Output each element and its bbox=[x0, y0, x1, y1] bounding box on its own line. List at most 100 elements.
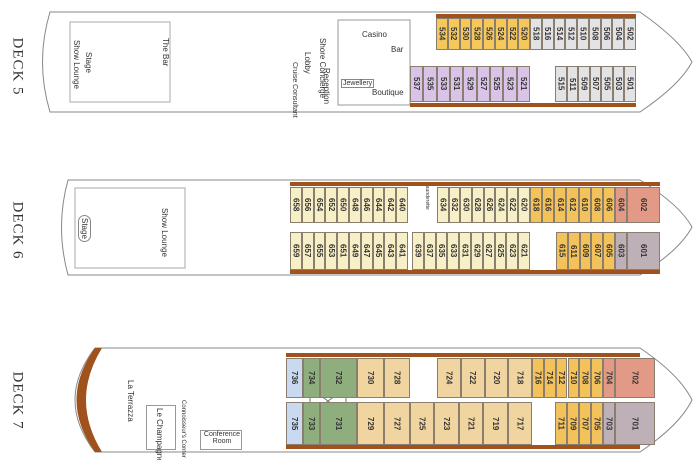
cabin-723[interactable]: 723 bbox=[434, 402, 459, 445]
cabin-606[interactable]: 606 bbox=[602, 187, 615, 223]
cabin-731[interactable]: 731 bbox=[320, 402, 357, 445]
cabin-627[interactable]: 627 bbox=[482, 232, 495, 270]
cabin-633[interactable]: 633 bbox=[447, 232, 460, 270]
cabin-605[interactable]: 605 bbox=[603, 232, 615, 270]
cabin-506[interactable]: 506 bbox=[600, 18, 613, 50]
cabin-602[interactable]: 602 bbox=[627, 187, 660, 223]
cabin-733[interactable]: 733 bbox=[303, 402, 320, 445]
cabin-736[interactable]: 736 bbox=[286, 358, 303, 398]
cabin-716[interactable]: 716 bbox=[532, 358, 544, 398]
cabin-523[interactable]: 523 bbox=[503, 66, 517, 102]
cabin-629[interactable]: 629 bbox=[471, 232, 483, 270]
cabin-643[interactable]: 643 bbox=[384, 232, 397, 270]
cabin-631[interactable]: 631 bbox=[459, 232, 471, 270]
cabin-718[interactable]: 718 bbox=[508, 358, 532, 398]
cabin-622[interactable]: 622 bbox=[506, 187, 519, 223]
cabin-624[interactable]: 624 bbox=[495, 187, 507, 223]
cabin-711[interactable]: 711 bbox=[555, 402, 567, 445]
cabin-502[interactable]: 502 bbox=[624, 18, 636, 50]
cabin-518[interactable]: 518 bbox=[530, 18, 542, 50]
cabin-537[interactable]: 537 bbox=[410, 66, 424, 102]
cabin-511[interactable]: 511 bbox=[566, 66, 579, 102]
cabin-632[interactable]: 632 bbox=[448, 187, 461, 223]
cabin-609[interactable]: 609 bbox=[579, 232, 592, 270]
cabin-625[interactable]: 625 bbox=[494, 232, 507, 270]
cabin-623[interactable]: 623 bbox=[506, 232, 519, 270]
cabin-611[interactable]: 611 bbox=[567, 232, 580, 270]
cabin-709[interactable]: 709 bbox=[567, 402, 579, 445]
cabin-509[interactable]: 509 bbox=[578, 66, 590, 102]
cabin-728[interactable]: 728 bbox=[383, 358, 410, 398]
cabin-505[interactable]: 505 bbox=[601, 66, 613, 102]
cabin-710[interactable]: 710 bbox=[567, 358, 580, 398]
cabin-704[interactable]: 704 bbox=[603, 358, 615, 398]
cabin-732[interactable]: 732 bbox=[320, 358, 357, 398]
cabin-601[interactable]: 601 bbox=[627, 232, 660, 270]
cabin-714[interactable]: 714 bbox=[543, 358, 556, 398]
cabin-507[interactable]: 507 bbox=[589, 66, 602, 102]
cabin-724[interactable]: 724 bbox=[437, 358, 461, 398]
cabin-621[interactable]: 621 bbox=[518, 232, 530, 270]
cabin-626[interactable]: 626 bbox=[483, 187, 496, 223]
cabin-520[interactable]: 520 bbox=[518, 18, 530, 50]
cabin-526[interactable]: 526 bbox=[483, 18, 495, 50]
cabin-535[interactable]: 535 bbox=[423, 66, 437, 102]
cabin-612[interactable]: 612 bbox=[566, 187, 579, 223]
cabin-659[interactable]: 659 bbox=[290, 232, 302, 270]
cabin-620[interactable]: 620 bbox=[518, 187, 530, 223]
cabin-644[interactable]: 644 bbox=[372, 187, 385, 223]
cabin-618[interactable]: 618 bbox=[530, 187, 543, 223]
cabin-508[interactable]: 508 bbox=[588, 18, 601, 50]
cabin-527[interactable]: 527 bbox=[476, 66, 490, 102]
cabin-521[interactable]: 521 bbox=[516, 66, 530, 102]
cabin-637[interactable]: 637 bbox=[423, 232, 436, 270]
cabin-516[interactable]: 516 bbox=[541, 18, 554, 50]
cabin-656[interactable]: 656 bbox=[301, 187, 314, 223]
cabin-651[interactable]: 651 bbox=[337, 232, 349, 270]
cabin-504[interactable]: 504 bbox=[612, 18, 625, 50]
cabin-653[interactable]: 653 bbox=[325, 232, 338, 270]
cabin-533[interactable]: 533 bbox=[436, 66, 450, 102]
cabin-706[interactable]: 706 bbox=[591, 358, 603, 398]
cabin-654[interactable]: 654 bbox=[313, 187, 326, 223]
cabin-529[interactable]: 529 bbox=[463, 66, 477, 102]
cabin-639[interactable]: 639 bbox=[412, 232, 424, 270]
cabin-702[interactable]: 702 bbox=[615, 358, 655, 398]
cabin-717[interactable]: 717 bbox=[507, 402, 532, 445]
cabin-503[interactable]: 503 bbox=[612, 66, 625, 102]
cabin-525[interactable]: 525 bbox=[490, 66, 504, 102]
cabin-642[interactable]: 642 bbox=[384, 187, 397, 223]
cabin-603[interactable]: 603 bbox=[615, 232, 627, 270]
cabin-628[interactable]: 628 bbox=[471, 187, 484, 223]
cabin-531[interactable]: 531 bbox=[450, 66, 464, 102]
cabin-708[interactable]: 708 bbox=[579, 358, 592, 398]
cabin-735[interactable]: 735 bbox=[286, 402, 303, 445]
cabin-510[interactable]: 510 bbox=[577, 18, 589, 50]
cabin-648[interactable]: 648 bbox=[349, 187, 361, 223]
cabin-610[interactable]: 610 bbox=[578, 187, 591, 223]
cabin-630[interactable]: 630 bbox=[460, 187, 472, 223]
cabin-534[interactable]: 534 bbox=[436, 18, 448, 50]
cabin-655[interactable]: 655 bbox=[313, 232, 326, 270]
cabin-721[interactable]: 721 bbox=[458, 402, 484, 445]
cabin-512[interactable]: 512 bbox=[565, 18, 578, 50]
cabin-701[interactable]: 701 bbox=[615, 402, 655, 445]
cabin-515[interactable]: 515 bbox=[555, 66, 567, 102]
cabin-658[interactable]: 658 bbox=[290, 187, 302, 223]
cabin-647[interactable]: 647 bbox=[360, 232, 373, 270]
cabin-635[interactable]: 635 bbox=[435, 232, 448, 270]
cabin-729[interactable]: 729 bbox=[357, 402, 384, 445]
cabin-645[interactable]: 645 bbox=[372, 232, 385, 270]
cabin-608[interactable]: 608 bbox=[590, 187, 603, 223]
cabin-646[interactable]: 646 bbox=[360, 187, 373, 223]
cabin-727[interactable]: 727 bbox=[383, 402, 410, 445]
cabin-657[interactable]: 657 bbox=[301, 232, 314, 270]
cabin-528[interactable]: 528 bbox=[471, 18, 483, 50]
cabin-725[interactable]: 725 bbox=[410, 402, 435, 445]
cabin-501[interactable]: 501 bbox=[624, 66, 636, 102]
cabin-607[interactable]: 607 bbox=[591, 232, 604, 270]
cabin-616[interactable]: 616 bbox=[542, 187, 555, 223]
cabin-615[interactable]: 615 bbox=[556, 232, 568, 270]
cabin-522[interactable]: 522 bbox=[506, 18, 519, 50]
cabin-634[interactable]: 634 bbox=[437, 187, 449, 223]
